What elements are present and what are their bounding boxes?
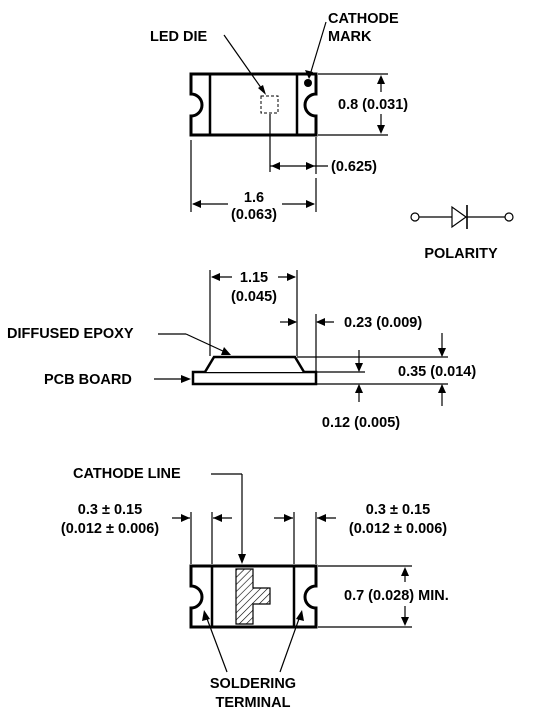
right-pad-arrow-in-left — [284, 514, 293, 522]
length-arrow-left — [192, 200, 201, 208]
side-view: 1.15 (0.045) 0.23 (0.009) DIFFUSED EPOXY… — [7, 270, 476, 431]
length-arrow-right — [306, 200, 315, 208]
body-width-dim-text-in: (0.045) — [231, 289, 277, 305]
cathode-line-leader-arrow — [238, 554, 246, 564]
right-pad-arrow-in-right — [317, 514, 326, 522]
gap-arrow-left — [288, 318, 297, 326]
soldering-terminal-label-line2: TERMINAL — [216, 695, 291, 711]
offset-arrow-right — [306, 162, 315, 170]
polarity-symbol: POLARITY — [410, 205, 514, 262]
gap-dim-text: 0.23 (0.009) — [344, 315, 422, 331]
epoxy-leader-diag — [185, 333, 226, 353]
right-pad-dim-text-in: (0.012 ± 0.006) — [349, 521, 447, 537]
total-height-arrow-down — [438, 348, 446, 357]
cathode-terminal — [504, 212, 514, 222]
total-height-dim-text: 0.35 (0.014) — [398, 364, 476, 380]
height-arrow-up — [377, 75, 385, 84]
cathode-mark-dot — [304, 79, 312, 87]
soldering-terminal-label-line1: SOLDERING — [210, 676, 296, 692]
length-dim-text: 1.6 — [244, 190, 264, 206]
pcb-thick-arrow-down — [355, 363, 363, 372]
body-width-arrow-left — [211, 273, 220, 281]
height-arrow-down — [377, 125, 385, 134]
polarity-label: POLARITY — [424, 246, 498, 262]
led-die-leader-arrow — [258, 85, 266, 95]
gap-arrow-right — [316, 318, 325, 326]
left-pad-arrow-in-left — [181, 514, 190, 522]
soldering-leader-right — [279, 615, 301, 673]
pcb-board-leader-arrow — [181, 375, 191, 383]
cathode-mark-label-line2: MARK — [328, 29, 372, 45]
epoxy-body — [203, 355, 306, 373]
package-outline-bottom — [189, 564, 318, 629]
left-pad-dim-text-in: (0.012 ± 0.006) — [61, 521, 159, 537]
pcb-board — [191, 370, 318, 386]
offset-arrow-left — [271, 162, 280, 170]
bottom-view: CATHODE LINE 0.3 ± 0.15 (0.012 ± 0.006) … — [61, 466, 449, 711]
height-dim-text: 0.8 (0.031) — [338, 97, 408, 113]
pcb-thickness-dim-text: 0.12 (0.005) — [322, 415, 400, 431]
diffused-epoxy-label: DIFFUSED EPOXY — [7, 326, 134, 342]
cathode-line-label: CATHODE LINE — [73, 466, 181, 482]
body-width-dim-text: 1.15 — [240, 270, 268, 286]
soldering-leader-right-arrow — [296, 610, 304, 621]
led-die-label: LED DIE — [150, 29, 208, 45]
width-dim-text: 0.7 (0.028) MIN. — [344, 588, 449, 604]
anode-terminal — [410, 212, 420, 222]
soldering-leader-left — [205, 615, 228, 673]
cathode-mark-label-line1: CATHODE — [328, 11, 399, 27]
diode-triangle — [451, 205, 468, 229]
soldering-leader-left-arrow — [202, 610, 210, 621]
led-die-leader — [223, 34, 265, 93]
width-arrow-down — [401, 617, 409, 626]
cathode-mark-leader-arrow — [305, 70, 313, 79]
total-height-arrow-up — [438, 384, 446, 393]
width-arrow-up — [401, 567, 409, 576]
pcb-board-label: PCB BOARD — [44, 372, 132, 388]
body-width-arrow-right — [287, 273, 296, 281]
right-pad-dim-text: 0.3 ± 0.15 — [366, 502, 430, 518]
left-pad-dim-text: 0.3 ± 0.15 — [78, 502, 142, 518]
cathode-mark-leader — [309, 21, 327, 76]
offset-dim-text: (0.625) — [331, 159, 377, 175]
left-pad-arrow-in-right — [213, 514, 222, 522]
length-dim-text-in: (0.063) — [231, 207, 277, 223]
pcb-thick-arrow-up — [355, 384, 363, 393]
led-die — [260, 95, 279, 114]
top-view: LED DIE CATHODE MARK 0.8 (0.031) (0.625)… — [150, 11, 408, 223]
epoxy-leader-arrow — [221, 347, 231, 355]
package-outline-top — [189, 72, 318, 137]
cathode-line-marking — [235, 568, 271, 625]
